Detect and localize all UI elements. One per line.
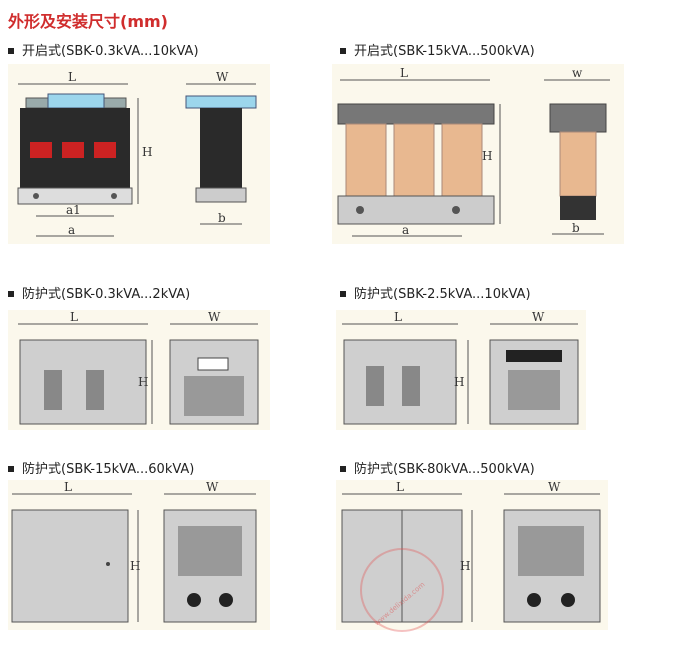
svg-text:W: W xyxy=(532,310,545,324)
svg-text:H: H xyxy=(454,375,464,389)
dim-H-label: H xyxy=(142,145,152,159)
svg-text:L: L xyxy=(400,66,408,80)
dim-a-label: a xyxy=(68,223,75,237)
svg-text:a: a xyxy=(402,223,409,237)
bullet-icon xyxy=(8,290,14,297)
svg-text:b: b xyxy=(572,221,580,235)
svg-text:H: H xyxy=(482,149,492,163)
page-title: 外形及安装尺寸(mm) xyxy=(8,12,168,31)
drawing-protective-large: L H W xyxy=(8,480,270,630)
svg-text:w: w xyxy=(572,66,583,80)
svg-text:H: H xyxy=(138,375,148,389)
drawing-open-large: L H a w b xyxy=(332,64,624,244)
caption-open-small: 开启式(SBK-0.3kVA...10kVA) xyxy=(8,40,199,59)
bullet-icon xyxy=(8,465,14,472)
svg-text:W: W xyxy=(548,480,561,494)
svg-text:L: L xyxy=(64,480,72,494)
dim-W-label: W xyxy=(216,70,229,84)
bullet-icon xyxy=(340,290,346,297)
bullet-icon xyxy=(8,47,14,54)
drawing-open-small: L H a1 a W b xyxy=(8,64,270,244)
svg-text:L: L xyxy=(394,310,402,324)
caption-protective-small: 防护式(SBK-0.3kVA...2kVA) xyxy=(8,283,190,302)
bullet-icon xyxy=(340,465,346,472)
svg-text:W: W xyxy=(208,310,221,324)
bullet-icon xyxy=(340,47,346,54)
caption-protective-large: 防护式(SBK-15kVA...60kVA) xyxy=(8,458,194,477)
svg-text:W: W xyxy=(206,480,219,494)
svg-text:H: H xyxy=(460,559,470,573)
svg-text:L: L xyxy=(70,310,78,324)
svg-text:H: H xyxy=(130,559,140,573)
drawing-protective-medium: L H W xyxy=(336,310,586,430)
dim-a1-label: a1 xyxy=(66,203,81,217)
caption-protective-medium: 防护式(SBK-2.5kVA...10kVA) xyxy=(340,283,531,302)
dim-L-label: L xyxy=(68,70,76,84)
drawing-protective-small: L H W xyxy=(8,310,270,430)
watermark-stamp: www.delixida.com xyxy=(360,548,444,632)
caption-open-large: 开启式(SBK-15kVA...500kVA) xyxy=(340,40,535,59)
svg-text:L: L xyxy=(396,480,404,494)
dim-b-label: b xyxy=(218,211,226,225)
caption-protective-xlarge: 防护式(SBK-80kVA...500kVA) xyxy=(340,458,535,477)
